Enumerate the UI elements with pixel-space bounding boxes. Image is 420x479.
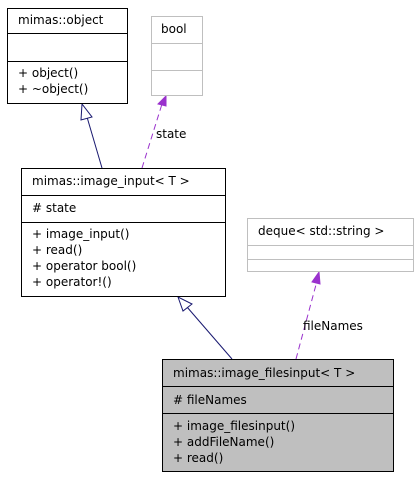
method: + image_filesinput() [173, 419, 296, 433]
method: + read() [32, 243, 83, 257]
method: + ~object() [18, 82, 89, 96]
class-name-section: bool [152, 17, 202, 43]
class-name: mimas::image_input< T > [32, 174, 190, 188]
inheritance-edge-image-input [186, 306, 233, 360]
attributes-section [8, 33, 127, 61]
class-node-bool[interactable]: bool [151, 16, 203, 96]
attribute: # state [32, 201, 77, 215]
attributes-section: # fileNames [163, 386, 393, 413]
class-node-deque[interactable]: deque< std::string > [247, 218, 414, 272]
class-name-section: mimas::image_filesinput< T > [163, 360, 393, 386]
class-name-section: deque< std::string > [248, 219, 413, 245]
methods-section: + object() + ~object() [8, 61, 127, 103]
class-node-image-input[interactable]: mimas::image_input< T > # state + image_… [21, 168, 226, 297]
attributes-section: # state [22, 195, 225, 222]
class-name: mimas::image_filesinput< T > [173, 366, 356, 380]
methods-section: + image_filesinput() + addFileName() + r… [163, 413, 393, 471]
edge-label-filenames: fileNames [303, 319, 363, 333]
usage-edge-state [141, 103, 163, 169]
method: + read() [173, 451, 224, 465]
inheritance-arrowhead-image-input [177, 295, 193, 312]
class-name: deque< std::string > [258, 224, 385, 238]
class-node-image-filesinput[interactable]: mimas::image_filesinput< T > # fileNames… [162, 359, 394, 472]
inheritance-edge-object [86, 116, 103, 169]
usage-arrowhead-filenames [311, 270, 321, 285]
class-name-section: mimas::image_input< T > [22, 169, 225, 195]
attributes-section [152, 43, 202, 70]
method: + object() [18, 66, 79, 80]
usage-arrowhead-state [157, 94, 167, 107]
methods-section [248, 259, 413, 271]
edge-label-state: state [156, 127, 187, 141]
method: + operator bool() [32, 259, 137, 273]
method: + addFileName() [173, 435, 275, 449]
method: + operator!() [32, 275, 112, 289]
inheritance-arrowhead-object [80, 102, 93, 121]
attributes-section [248, 245, 413, 259]
class-name-section: mimas::object [8, 9, 127, 33]
class-name: mimas::object [18, 13, 104, 27]
usage-edge-filenames [295, 280, 318, 360]
class-node-object[interactable]: mimas::object + object() + ~object() [7, 8, 128, 104]
method: + image_input() [32, 227, 130, 241]
methods-section [152, 70, 202, 95]
methods-section: + image_input() + read() + operator bool… [22, 222, 225, 296]
attribute: # fileNames [173, 393, 247, 407]
class-name: bool [161, 22, 187, 36]
